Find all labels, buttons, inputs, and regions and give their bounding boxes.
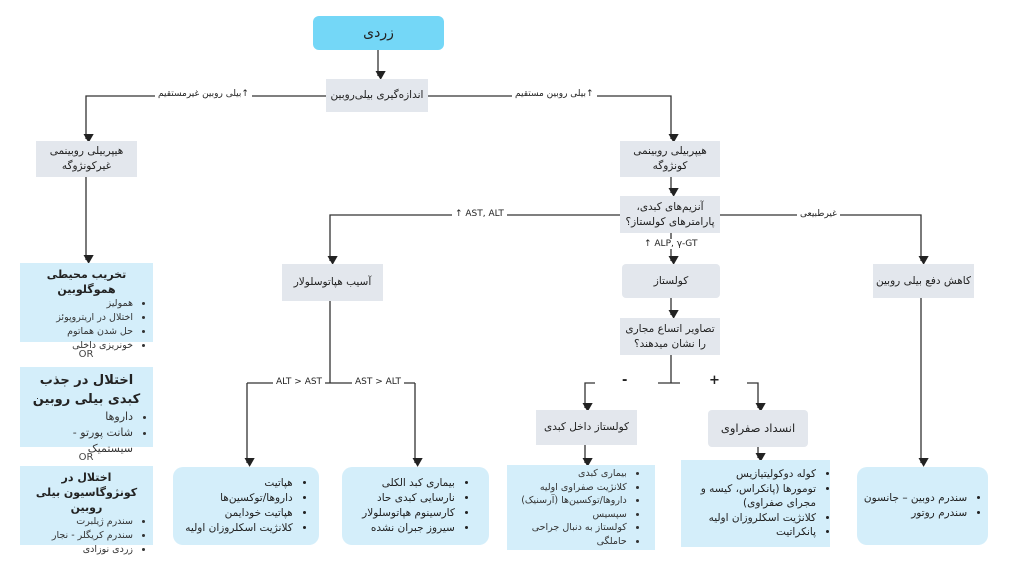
list-title: اختلال در جذب کبدی بیلی روبین (32, 373, 141, 407)
node-conjugated: هیپربیلی روبینمی کونژوگه (620, 141, 720, 177)
list-item: خونریزی داخلی (28, 339, 133, 353)
list-item: کلانژیت اسکلروزان اولیه (685, 511, 816, 526)
list-item: سندرم روتور (864, 506, 967, 521)
edge-label-abnormal: غیرطبیعی (797, 209, 840, 219)
list-item: کارسینوم هپاتوسلولار (362, 506, 455, 521)
edge-label-alt-gt-ast: ALT > AST (273, 377, 326, 387)
list-item: شانت پورتو - سیستمیک (28, 425, 133, 457)
list-ast-causes: بیماری کبد الکلینارسایی کبدی حادکارسینوم… (342, 467, 489, 545)
node-imaging-question: تصاویر اتساع مجاری را نشان میدهند؟ (620, 318, 720, 355)
list-item: داروها/توکسین‌ها (185, 491, 293, 506)
list-item: کولستاز به دنبال جراحی (521, 521, 627, 535)
edge-label-alp: ↑ ALP, γ-GT (641, 239, 701, 249)
list-item: کوله دوکولیتیازیس (685, 467, 816, 482)
or-label: OR (78, 349, 94, 360)
node-liver-enzymes: آنزیم‌های کبدی، پارامترهای کولستاز؟ (620, 196, 720, 233)
list-item: کلانژیت اسکلروزان اولیه (185, 521, 292, 536)
list-title: تخریب محیطی هموگلوبین (46, 268, 127, 296)
edge-label-ast-alt: ↑ AST, ALT (452, 209, 507, 219)
list-item: حاملگی (521, 535, 627, 549)
list-item: داروها/توکسین‌ها (آرسنیک) (521, 494, 627, 508)
list-item: کلانژیت صفراوی اولیه (521, 481, 627, 495)
list-conjugation: اختلال در کونژوگاسیون بیلی روبین سندرم ژ… (20, 466, 153, 555)
node-reduced-excretion: کاهش دفع بیلی روبین (873, 264, 974, 298)
start-node-jaundice: زردی (313, 16, 444, 50)
list-excretion-causes: سندرم دوبین – جانسونسندرم روتور (857, 467, 988, 545)
list-intrahepatic-causes: بیماری کبدیکلانژیت صفراوی اولیهداروها/تو… (507, 465, 655, 550)
node-hepatocellular: آسیب هپاتوسلولار (282, 264, 383, 301)
list-item: بیماری کبد الکلی (362, 476, 455, 491)
list-item: هپاتیت (185, 476, 292, 491)
list-item: زردی نوزادی (28, 543, 133, 557)
list-item: حل شدن هماتوم (28, 325, 133, 339)
node-intrahepatic-cholestasis: کولستاز داخل کبدی (536, 410, 637, 445)
edge-label-positive: + (709, 373, 720, 388)
list-item: تومورها (پانکراس، کیسه و مجرای صفراوی) (685, 482, 816, 511)
edge-label-negative: - (622, 373, 628, 388)
node-unconjugated: هیپربیلی روبینمی غیرکونژوگه (36, 141, 137, 177)
list-item: بیماری کبدی (521, 467, 627, 481)
list-item: داروها (28, 409, 133, 425)
list-item: سندرم کریگلر - نجار (28, 529, 133, 543)
list-hepatic-uptake: اختلال در جذب کبدی بیلی روبین داروهاشانت… (20, 367, 153, 455)
list-item: سیروز جبران نشده (362, 521, 455, 536)
list-item: پانکراتیت (685, 525, 816, 540)
edge-label-indirect: ↑بیلی روبین غیرمستقیم (155, 89, 252, 99)
node-cholestasis: کولستاز (622, 264, 720, 298)
node-biliary-obstruction: انسداد صفراوی (708, 410, 808, 447)
list-item: سندرم دوبین – جانسون (864, 491, 967, 506)
list-item: سندرم ژیلبرت (28, 515, 133, 529)
list-item: نارسایی کبدی حاد (362, 491, 455, 506)
list-item: اختلال در اریتروپوئز (28, 311, 133, 325)
edge-label-ast-gt-alt: AST > ALT (352, 377, 405, 387)
or-label: OR (78, 452, 94, 463)
list-item: سپسیس (521, 508, 627, 522)
list-obstruction-causes: کوله دوکولیتیازیستومورها (پانکراس، کیسه … (681, 460, 830, 547)
list-item: همولیز (28, 297, 133, 311)
node-measure-bilirubin: اندازه‌گیری بیلی‌روبین (326, 79, 428, 112)
list-hemoglobin-destruction: تخریب محیطی هموگلوبین همولیزاختلال در ار… (20, 263, 153, 351)
list-alt-causes: هپاتیتداروها/توکسین‌هاهپاتیت خودایمنکلان… (173, 467, 319, 545)
edge-label-direct: ↑بیلی روبین مستقیم (512, 89, 597, 99)
list-item: هپاتیت خودایمن (185, 506, 293, 521)
list-title: اختلال در کونژوگاسیون بیلی روبین (35, 471, 138, 514)
